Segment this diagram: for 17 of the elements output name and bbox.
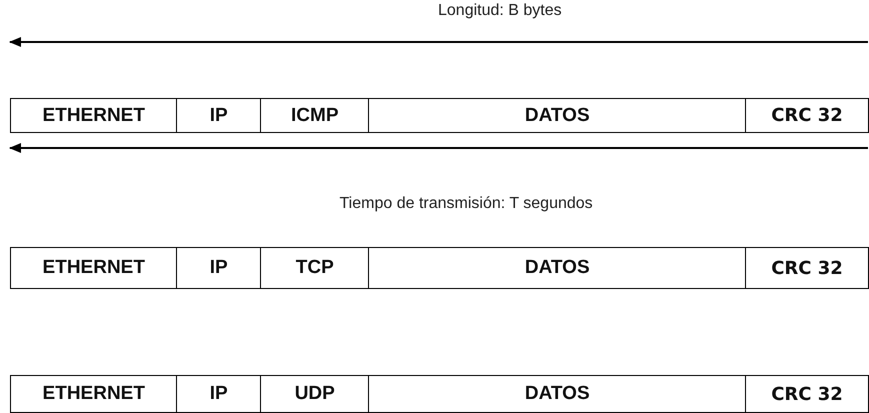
- header-cell: UDP: [260, 375, 370, 413]
- data-cell: DATOS: [368, 375, 746, 413]
- header-cell: ETHERNET: [10, 247, 178, 289]
- header-cell: ETHERNET: [10, 375, 178, 413]
- header-cell: IP: [176, 247, 262, 289]
- header-cell: IP: [176, 375, 262, 413]
- header-cell: IP: [176, 98, 262, 133]
- header-cell: ETHERNET: [10, 98, 178, 133]
- checksum-cell: CRC 32: [745, 375, 869, 413]
- checksum-cell: CRC 32: [745, 247, 869, 289]
- header-cell: TCP: [260, 247, 370, 289]
- header-cell: ICMP: [260, 98, 370, 133]
- dimension-label: Tiempo de transmisión: T segundos: [340, 195, 593, 213]
- data-cell: DATOS: [368, 247, 746, 289]
- dimension-label: Longitud: B bytes: [438, 2, 562, 20]
- checksum-cell: CRC 32: [745, 98, 869, 133]
- data-cell: DATOS: [368, 98, 746, 133]
